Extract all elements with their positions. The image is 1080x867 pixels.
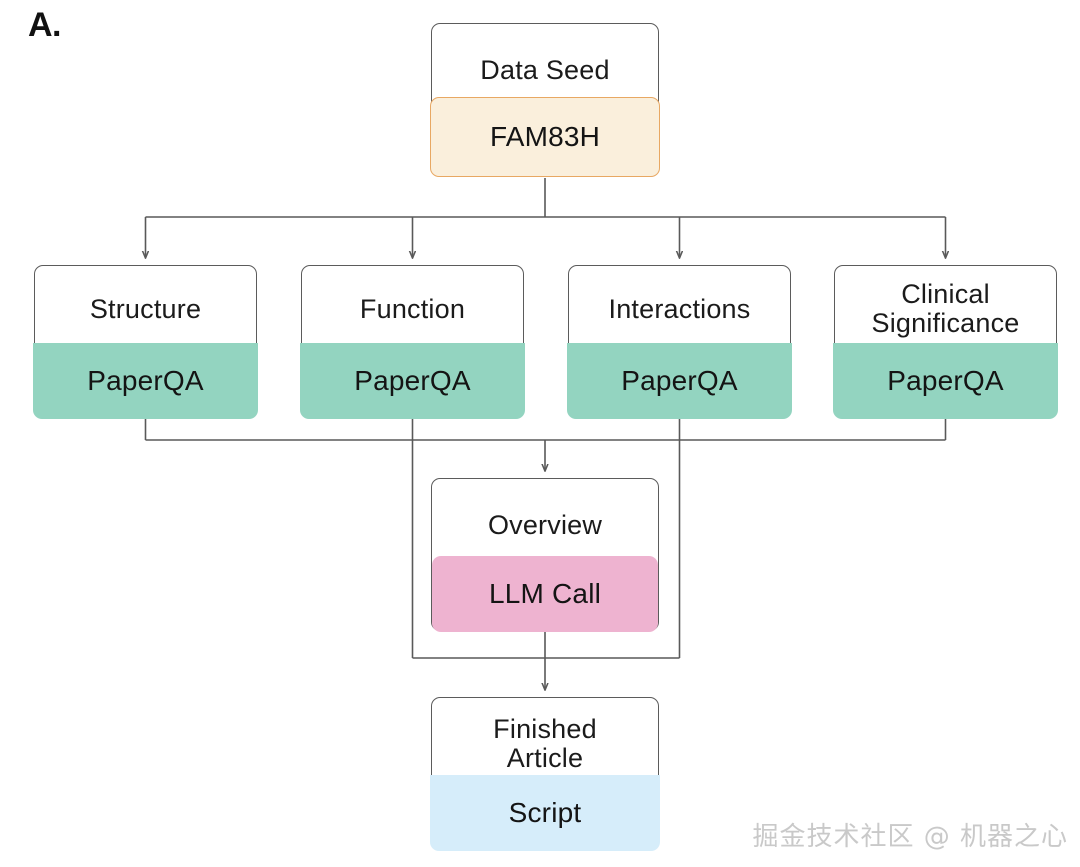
node-clinical-significance[interactable]: Clinical Significance PaperQA bbox=[833, 265, 1058, 419]
node-interactions-body: PaperQA bbox=[567, 342, 792, 419]
node-finished-article-title: Finished Article bbox=[493, 714, 597, 773]
node-data-seed-body: FAM83H bbox=[430, 96, 660, 177]
node-finished-article-body: Script bbox=[430, 774, 660, 851]
node-interactions[interactable]: Interactions PaperQA bbox=[567, 265, 792, 419]
panel-label: A. bbox=[28, 6, 62, 44]
node-structure-title: Structure bbox=[89, 293, 202, 324]
node-finished-article[interactable]: Finished Article Script bbox=[430, 697, 660, 851]
node-clinical-significance-title: Clinical Significance bbox=[871, 279, 1020, 338]
node-overview[interactable]: Overview LLM Call bbox=[431, 478, 659, 632]
node-function[interactable]: Function PaperQA bbox=[300, 265, 525, 419]
node-function-body: PaperQA bbox=[300, 342, 525, 419]
node-structure[interactable]: Structure PaperQA bbox=[33, 265, 258, 419]
node-structure-body: PaperQA bbox=[33, 342, 258, 419]
node-overview-title: Overview bbox=[487, 509, 603, 540]
node-data-seed[interactable]: Data Seed FAM83H bbox=[430, 23, 660, 177]
watermark: 掘金技术社区 @ 机器之心 bbox=[752, 822, 1068, 852]
node-function-title: Function bbox=[359, 293, 466, 324]
node-overview-body: LLM Call bbox=[432, 555, 658, 632]
node-interactions-title: Interactions bbox=[608, 293, 751, 324]
node-data-seed-title: Data Seed bbox=[480, 54, 610, 85]
node-clinical-significance-body: PaperQA bbox=[833, 342, 1058, 419]
